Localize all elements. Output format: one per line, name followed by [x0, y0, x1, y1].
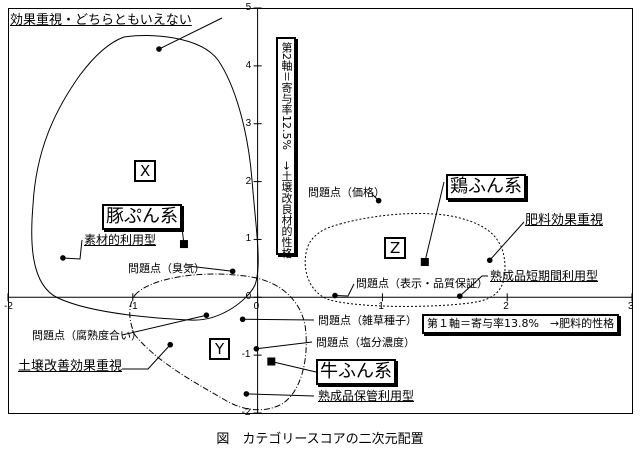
category-point-marker	[243, 391, 250, 397]
group-y-outline	[129, 273, 307, 411]
x-tick-label: -2	[4, 301, 13, 313]
category-point-marker	[60, 255, 66, 261]
x-axis-description: 第１軸＝寄与率13.8% →肥料的性格	[422, 314, 620, 334]
label-mature-storage: 熟成品保管利用型	[318, 389, 415, 403]
y-tick-label: 3	[245, 117, 252, 129]
label-labeling-quality: 問題点（表示・品質保証）	[356, 277, 488, 290]
label-soil-improvement: 土壌改善効果重視	[18, 359, 123, 374]
group-label-z: Z	[384, 237, 407, 259]
category-point-marker	[253, 345, 260, 352]
category-point-marker	[332, 292, 338, 299]
y-tick-label: -2	[241, 407, 251, 418]
leader-line	[242, 318, 315, 321]
x-tick-label: 1	[378, 301, 384, 313]
group-label-y: Y	[209, 338, 231, 360]
group-z-outline	[304, 213, 506, 307]
label-salt: 問題点（塩分濃度）	[316, 336, 415, 349]
leader-line	[158, 17, 223, 50]
label-odor: 問題点（臭気）	[128, 262, 205, 275]
x-tick-label: 3	[628, 301, 634, 313]
leader-line	[334, 283, 355, 297]
y-tick-label: 1	[245, 233, 252, 245]
category-point-marker	[456, 293, 463, 299]
y-tick-label: 0	[245, 291, 252, 303]
label-price: 問題点（価格）	[308, 186, 385, 199]
category-point-marker	[239, 316, 246, 323]
figure-caption: 図 カテゴリースコアの二次元配置	[216, 432, 424, 447]
category-point-marker	[203, 312, 210, 319]
manure-point-marker	[420, 257, 429, 266]
x-tick-label: 0	[253, 301, 260, 313]
leader-line	[187, 265, 233, 272]
plot-frame	[8, 8, 633, 414]
leader-line	[271, 361, 317, 373]
label-chicken-manure: 鶏ふん系	[446, 174, 526, 200]
label-effect-neutral: 効果重視・どちらともいえない	[10, 13, 192, 28]
category-point-marker	[229, 268, 236, 275]
leader-line	[256, 341, 313, 350]
group-x-outline	[31, 35, 259, 321]
label-pig-manure: 豚ぷん系	[102, 204, 182, 230]
leader-line	[62, 239, 83, 260]
x-tick-label: 2	[503, 301, 509, 313]
y-tick-label: -1	[241, 349, 251, 361]
category-point-marker	[167, 341, 174, 348]
leader-line	[459, 275, 488, 297]
label-cattle-manure: 牛ふん系	[316, 359, 396, 385]
label-material-use: 素材的利用型	[84, 233, 157, 247]
category-point-marker	[375, 197, 382, 204]
y-tick-label: 5	[245, 2, 252, 13]
manure-point-marker	[267, 357, 276, 366]
y-tick-label: 4	[245, 59, 252, 71]
leader-line	[246, 393, 315, 397]
group-label-x: X	[134, 160, 157, 182]
label-maturity: 問題点（腐熟度合い）	[32, 329, 142, 342]
manure-point-marker	[179, 240, 188, 249]
leader-line	[424, 181, 445, 263]
y-tick-label: 2	[245, 175, 252, 187]
category-point-marker	[156, 46, 162, 52]
label-mature-short-term: 熟成品短期間利用型	[490, 269, 599, 283]
label-weed-seed: 問題点（雑草種子）	[318, 314, 417, 327]
leader-line	[121, 314, 207, 336]
leader-line	[489, 221, 525, 261]
x-tick-label: -1	[128, 301, 138, 313]
label-fertilizer-effect: 肥料効果重視	[525, 213, 604, 228]
category-point-marker	[486, 257, 493, 264]
y-axis-description: 第2軸＝寄与率12.5% →土壌改良材的性格	[276, 37, 296, 258]
leader-line	[122, 344, 171, 370]
